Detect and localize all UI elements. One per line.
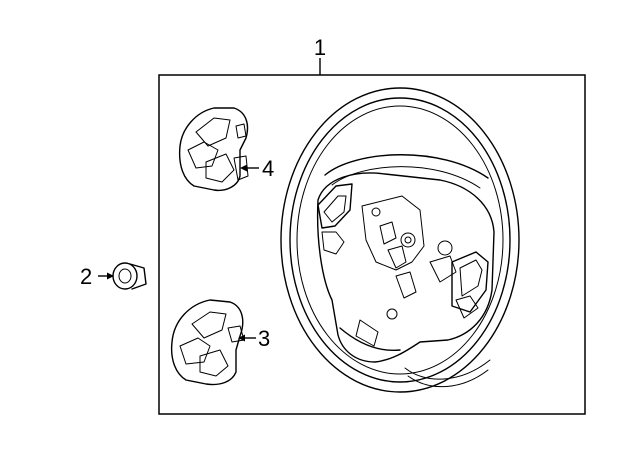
assembly-frame [158, 74, 586, 415]
bolt-drawing [98, 262, 147, 290]
callout-4-label: 4 [262, 156, 274, 181]
left-switch-drawing [170, 299, 256, 386]
right-switch-drawing [178, 107, 259, 192]
steering-wheel-drawing [280, 87, 520, 393]
callout-2-label: 2 [80, 264, 92, 289]
callout-3-label: 3 [258, 326, 270, 351]
callout-1-label: 1 [314, 35, 326, 60]
